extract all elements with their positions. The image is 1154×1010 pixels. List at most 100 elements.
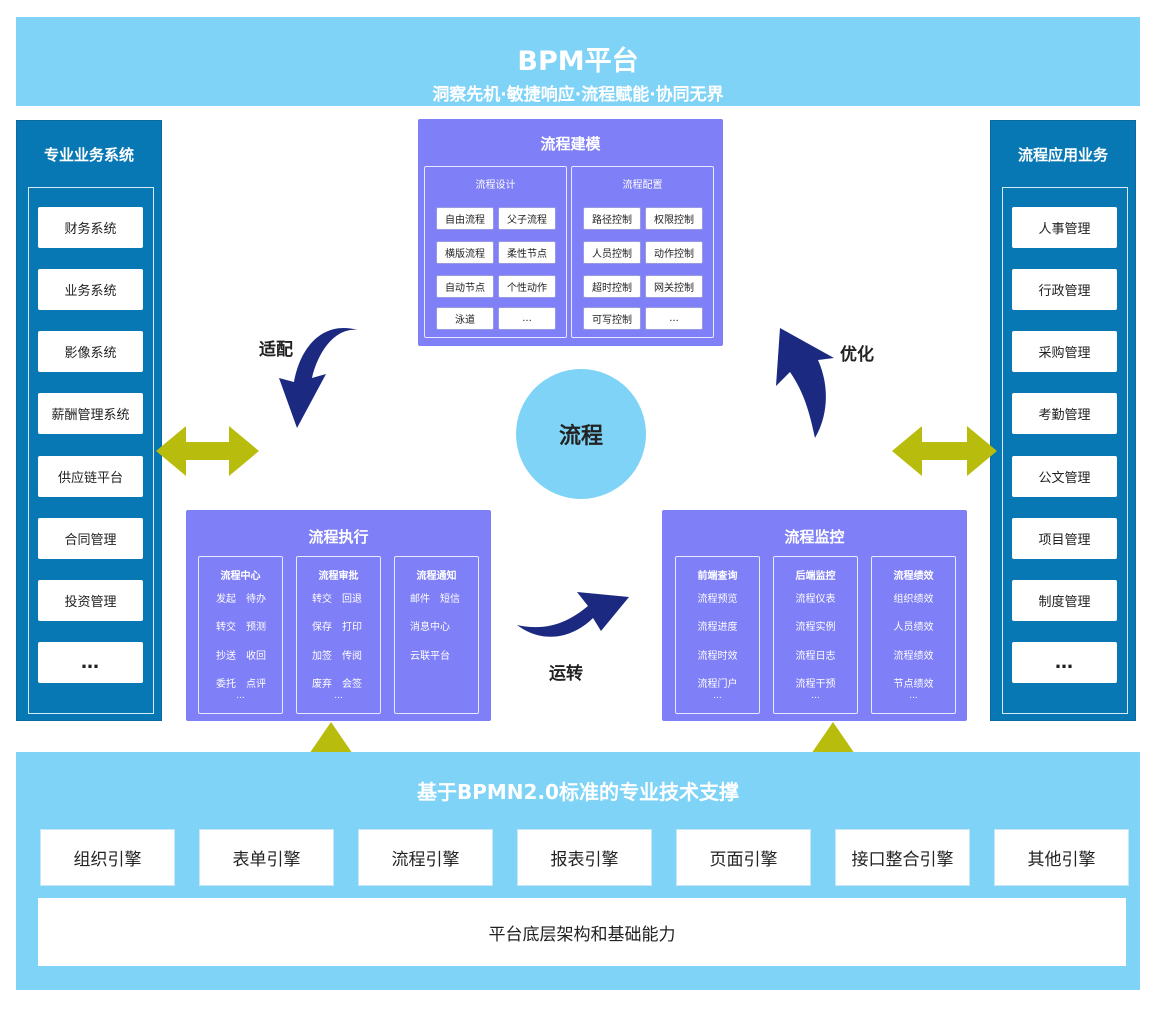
- appr-add-sign: 加签: [312, 651, 332, 662]
- left-item-supply-chain: 供应链平台: [38, 456, 143, 497]
- platform-title: BPM平台: [517, 46, 639, 77]
- tag-action-control: 动作控制: [645, 241, 703, 264]
- process-modeling-box: 流程建模 流程设计 自由流程 父子流程 横版流程 柔性节点 自动节点 个性动作 …: [418, 119, 723, 346]
- tag-config-more: ...: [645, 307, 703, 330]
- right-double-arrow-icon: [892, 426, 997, 476]
- tag-parent-child-flow: 父子流程: [498, 207, 556, 230]
- left-double-arrow-icon: [156, 426, 259, 476]
- process-notify-title: 流程通知: [416, 571, 457, 582]
- engine-integration: 接口整合引擎: [835, 829, 970, 886]
- notify-message-center: 消息中心: [410, 622, 450, 633]
- right-item-document: 公文管理: [1012, 456, 1117, 497]
- exec-initiate: 发起: [216, 594, 236, 605]
- front-more: ...: [713, 691, 722, 701]
- front-query-title: 前端查询: [697, 571, 738, 582]
- tag-horizontal-flow: 横版流程: [436, 241, 494, 264]
- tag-free-flow: 自由流程: [436, 207, 494, 230]
- engine-report: 报表引擎: [517, 829, 652, 886]
- back-intervene: 流程干预: [795, 679, 836, 690]
- engine-form: 表单引擎: [199, 829, 334, 886]
- process-execution-box: 流程执行 流程中心 发起 待办 转交 预测 抄送 收回 委托 点评 ... 流程…: [186, 510, 491, 721]
- back-monitor-title: 后端监控: [795, 571, 836, 582]
- exec-approval-more: ...: [334, 691, 343, 701]
- modeling-title: 流程建模: [540, 135, 601, 153]
- optimize-arrow-icon: [776, 328, 834, 438]
- support-title: 基于BPMN2.0标准的专业技术支撑: [417, 780, 739, 804]
- notify-cloud-platform: 云联平台: [410, 651, 450, 662]
- right-item-hr: 人事管理: [1012, 207, 1117, 248]
- process-monitoring-box: 流程监控 前端查询 流程预览 流程进度 流程时效 流程门户 ... 后端监控 流…: [662, 510, 967, 721]
- back-dashboard: 流程仪表: [795, 594, 836, 605]
- back-more: ...: [811, 691, 820, 701]
- tag-personnel-control: 人员控制: [583, 241, 641, 264]
- back-monitor-group: 后端监控 流程仪表 流程实例 流程日志 流程干预 ...: [773, 556, 858, 714]
- tag-timeout-control: 超时控制: [583, 275, 641, 298]
- appr-discard: 废弃: [312, 679, 332, 690]
- technical-support-section: 基于BPMN2.0标准的专业技术支撑 组织引擎 表单引擎 流程引擎 报表引擎 页…: [16, 752, 1140, 990]
- process-center-title: 流程中心: [220, 571, 261, 582]
- left-item-contract: 合同管理: [38, 518, 143, 559]
- engine-process: 流程引擎: [358, 829, 493, 886]
- front-preview: 流程预览: [697, 594, 738, 605]
- engine-page: 页面引擎: [676, 829, 811, 886]
- tag-gateway-control: 网关控制: [645, 275, 703, 298]
- appr-circulate: 传阅: [342, 651, 362, 662]
- back-log: 流程日志: [795, 651, 836, 662]
- header-banner: BPM平台 洞察先机·敏捷响应·流程赋能·协同无界: [16, 17, 1140, 106]
- left-item-more: …: [38, 642, 143, 683]
- exec-transfer: 转交: [216, 622, 236, 633]
- left-item-payroll: 薪酬管理系统: [38, 393, 143, 434]
- appr-return: 回退: [342, 594, 362, 605]
- exec-predict: 预测: [246, 622, 266, 633]
- exec-comment: 点评: [246, 679, 266, 690]
- left-item-investment: 投资管理: [38, 580, 143, 621]
- perf-more: ...: [909, 691, 918, 701]
- tag-swimlane: 泳道: [436, 307, 494, 330]
- appr-print: 打印: [342, 622, 362, 633]
- right-panel-title: 流程应用业务: [1017, 146, 1108, 164]
- perf-process: 流程绩效: [893, 651, 934, 662]
- left-item-finance: 财务系统: [38, 207, 143, 248]
- process-approval-title: 流程审批: [318, 571, 359, 582]
- exec-delegate: 委托: [216, 679, 236, 690]
- exec-recall: 收回: [246, 651, 266, 662]
- label-operate: 运转: [549, 664, 583, 684]
- perf-org: 组织绩效: [893, 594, 934, 605]
- right-item-more: …: [1012, 642, 1117, 683]
- process-design-title: 流程设计: [475, 180, 516, 191]
- exec-center-more: ...: [236, 691, 245, 701]
- engine-organization: 组织引擎: [40, 829, 175, 886]
- front-timeliness: 流程时效: [697, 651, 738, 662]
- front-query-group: 前端查询 流程预览 流程进度 流程时效 流程门户 ...: [675, 556, 760, 714]
- tag-auto-node: 自动节点: [436, 275, 494, 298]
- right-item-project: 项目管理: [1012, 518, 1117, 559]
- tag-design-more: ...: [498, 307, 556, 330]
- process-config-group: 流程配置 路径控制 权限控制 人员控制 动作控制 超时控制 网关控制 可写控制 …: [571, 166, 714, 338]
- right-item-policy: 制度管理: [1012, 580, 1117, 621]
- process-approval-group: 流程审批 转交 回退 保存 打印 加签 传阅 废弃 会签 ...: [296, 556, 381, 714]
- process-notify-group: 流程通知 邮件 短信 消息中心 云联平台: [394, 556, 479, 714]
- appr-save: 保存: [312, 622, 332, 633]
- exec-cc: 抄送: [216, 651, 236, 662]
- exec-todo: 待办: [246, 594, 266, 605]
- process-perf-group: 流程绩效 组织绩效 人员绩效 流程绩效 节点绩效 ...: [871, 556, 956, 714]
- back-instance: 流程实例: [795, 622, 836, 633]
- tag-custom-action: 个性动作: [498, 275, 556, 298]
- left-panel-list: 财务系统 业务系统 影像系统 薪酬管理系统 供应链平台 合同管理 投资管理 …: [28, 187, 154, 714]
- tag-path-control: 路径控制: [583, 207, 641, 230]
- front-progress: 流程进度: [697, 622, 738, 633]
- left-item-business: 业务系统: [38, 269, 143, 310]
- process-perf-title: 流程绩效: [893, 571, 934, 582]
- tag-writable-control: 可写控制: [583, 307, 641, 330]
- right-item-attendance: 考勤管理: [1012, 393, 1117, 434]
- process-design-group: 流程设计 自由流程 父子流程 横版流程 柔性节点 自动节点 个性动作 泳道 ..…: [424, 166, 567, 338]
- label-adapt: 适配: [259, 340, 293, 360]
- platform-base-layer: 平台底层架构和基础能力: [38, 898, 1126, 966]
- right-panel-list: 人事管理 行政管理 采购管理 考勤管理 公文管理 项目管理 制度管理 …: [1002, 187, 1128, 714]
- platform-slogan: 洞察先机·敏捷响应·流程赋能·协同无界: [432, 85, 724, 105]
- left-panel-title: 专业业务系统: [43, 146, 134, 164]
- adapt-arrow-icon: [279, 327, 358, 428]
- appr-transfer: 转交: [312, 594, 332, 605]
- tag-flexible-node: 柔性节点: [498, 241, 556, 264]
